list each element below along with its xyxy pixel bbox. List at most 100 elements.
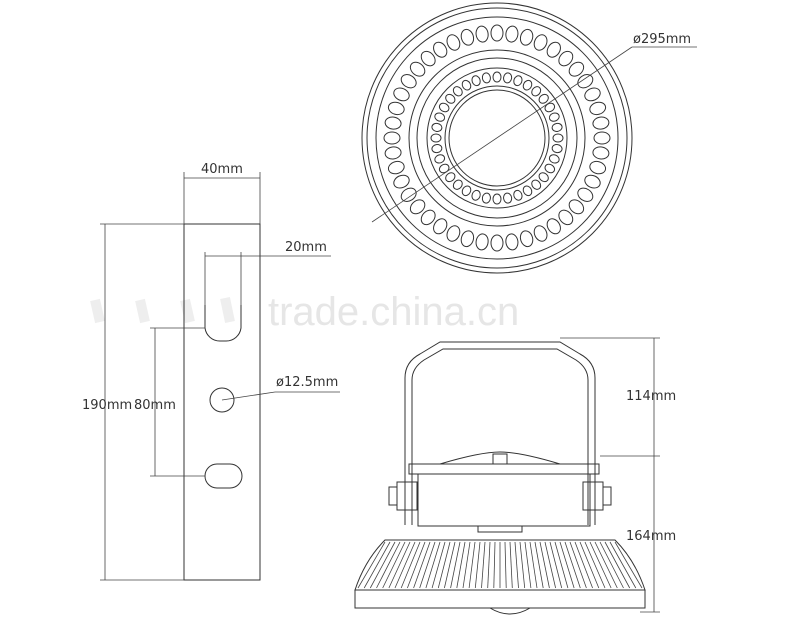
heatsink-fin xyxy=(431,541,446,589)
outer-led xyxy=(446,34,461,51)
inner-led xyxy=(481,192,491,204)
hole-leader xyxy=(221,391,276,401)
inner-led xyxy=(492,193,502,205)
hole-label: ø12.5mm xyxy=(276,375,338,390)
outer-led xyxy=(505,25,519,43)
heatsink-fin xyxy=(437,541,451,589)
outer-led xyxy=(400,74,417,89)
inner-led xyxy=(513,189,523,201)
led-ring-outer-edge xyxy=(375,16,619,260)
heatsink-fins xyxy=(357,541,643,589)
outer-led xyxy=(589,160,607,175)
outer-led xyxy=(460,28,475,46)
inner-led xyxy=(434,154,446,164)
top-view: ø295mm xyxy=(361,2,697,274)
heatsink-fin xyxy=(419,541,436,589)
heatsink-fin xyxy=(544,541,556,589)
outer-led xyxy=(420,209,436,226)
width-label: 40mm xyxy=(201,162,243,177)
right-bolt-head xyxy=(602,486,612,506)
heatsink-fin xyxy=(514,541,519,589)
heatsink-fin xyxy=(549,541,563,589)
outer-led xyxy=(589,101,607,116)
inner-led xyxy=(431,144,443,154)
inner-led xyxy=(531,179,542,190)
heatsink-fin xyxy=(376,541,401,589)
housing-neck xyxy=(477,525,523,533)
inner-led xyxy=(522,185,533,197)
housing-dome xyxy=(439,451,561,465)
led-ring-inner-edge xyxy=(408,49,586,227)
inner-led xyxy=(503,192,513,204)
watermark: trade.china.cn xyxy=(90,290,519,334)
watermark-text: trade.china.cn xyxy=(268,290,519,334)
outer-led xyxy=(568,199,585,215)
housing-top-rim xyxy=(408,463,600,475)
outer-led xyxy=(475,25,489,43)
top-nut xyxy=(492,453,508,465)
slot-width-label: 20mm xyxy=(285,240,327,255)
spacing-label: 80mm xyxy=(134,398,176,413)
heatsink-fin xyxy=(462,541,471,589)
side-view: 114mm 164mm xyxy=(354,337,676,615)
bracket-height-label: 114mm xyxy=(626,389,676,404)
outer-led xyxy=(558,209,574,226)
inner-led xyxy=(471,75,481,87)
inner-led xyxy=(452,179,463,190)
outer-led xyxy=(533,225,548,242)
outer-led xyxy=(519,28,534,46)
heatsink-fin xyxy=(564,541,581,589)
heatsink-fin xyxy=(388,541,411,589)
inner-led xyxy=(552,133,564,143)
heatsink-fin xyxy=(474,541,481,589)
diameter-leader xyxy=(371,46,633,223)
heatsink-fin xyxy=(599,541,624,589)
heatsink-fin xyxy=(481,541,486,589)
outer-led xyxy=(584,87,601,102)
inner-led xyxy=(548,112,560,122)
heatsink-fin xyxy=(407,541,426,589)
body-height-label: 164mm xyxy=(626,529,676,544)
heatsink-fin xyxy=(394,541,416,589)
outer-led xyxy=(393,87,410,102)
outer-led xyxy=(460,230,475,248)
outer-led xyxy=(383,131,401,145)
inner-led xyxy=(445,172,456,183)
u-bracket-inner xyxy=(411,348,589,525)
heatsink-fin xyxy=(579,541,600,589)
heatsink-fin xyxy=(444,541,456,589)
inner-led xyxy=(461,79,472,91)
inner-led xyxy=(544,102,556,113)
outer-led xyxy=(592,146,610,160)
outer-led xyxy=(533,34,548,51)
inner-led xyxy=(438,102,450,113)
outer-led xyxy=(384,116,402,130)
inner-led xyxy=(434,112,446,122)
center-opening xyxy=(448,89,546,187)
outer-led xyxy=(546,218,561,235)
outer-led xyxy=(577,74,594,89)
heatsink-fin xyxy=(493,541,496,589)
heatsink-fin xyxy=(456,541,466,589)
inner-led-ring-outer xyxy=(426,67,568,209)
heatsink-fin xyxy=(487,541,491,589)
inner-led-ring xyxy=(430,71,564,205)
outer-led xyxy=(393,174,410,189)
outer-led xyxy=(446,225,461,242)
heatsink-fin xyxy=(604,541,631,589)
inner-led xyxy=(522,79,533,91)
heatsink-fin xyxy=(509,541,513,589)
outer-led xyxy=(519,230,534,248)
outer-led xyxy=(505,233,519,251)
mounting-hole xyxy=(209,387,235,413)
heatsink-fin xyxy=(382,541,406,589)
bracket-plate xyxy=(183,223,261,581)
inner-led xyxy=(551,122,563,132)
bracket-view: 40mm 20mm ø12.5mm 190mm 80mm xyxy=(82,162,340,581)
heatsink-fin xyxy=(614,541,643,589)
inner-led xyxy=(461,185,472,197)
outer-rim-inner xyxy=(366,7,628,269)
heatsink-fin xyxy=(574,541,593,589)
inner-led xyxy=(492,71,502,83)
outer-led xyxy=(546,41,561,58)
